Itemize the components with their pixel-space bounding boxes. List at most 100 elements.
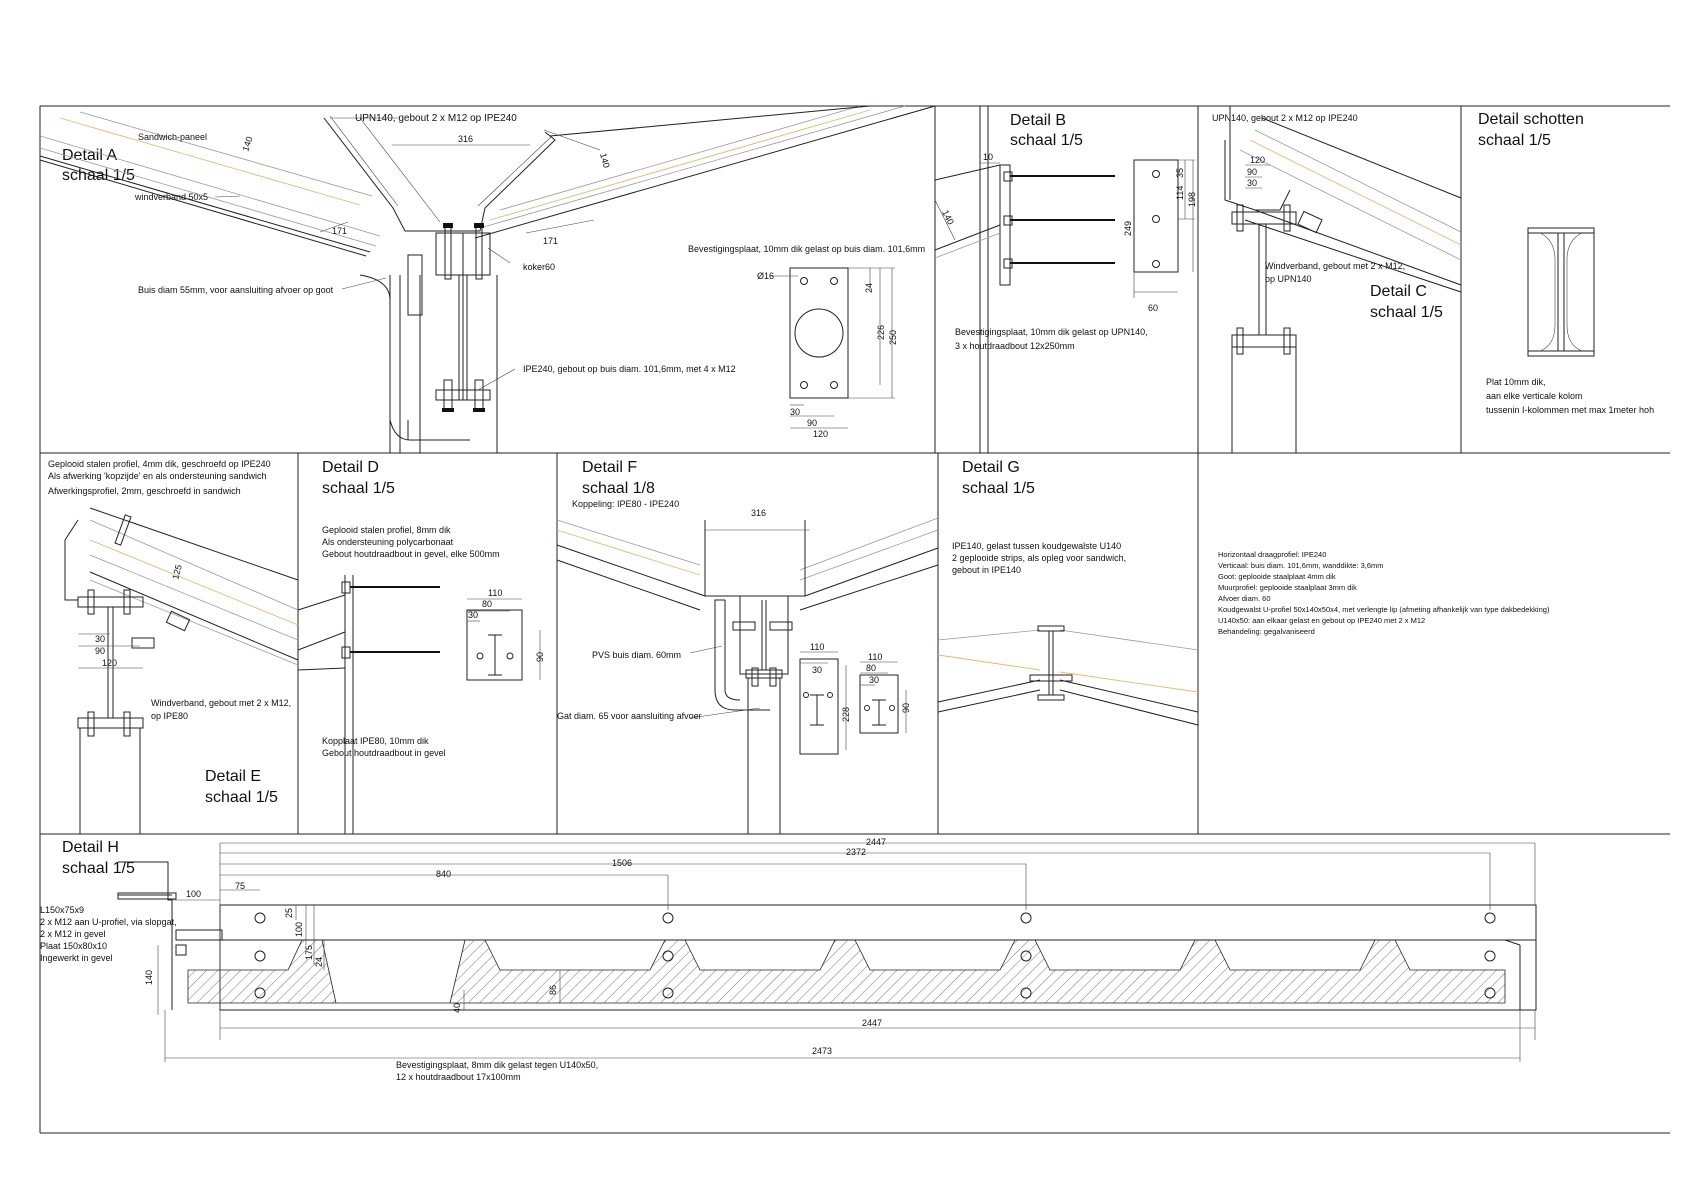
dim-h-100b: 100 [294,922,304,937]
detail-d: Detail D schaal 1/5 Geplooid stalen prof… [297,459,545,834]
dim-a-dia16: Ø16 [757,271,774,281]
detail-schotten-title: Detail schotten [1478,111,1584,128]
detail-c-scale: schaal 1/5 [1370,304,1443,321]
dim-f-30: 30 [812,665,822,675]
detail-a-column-pipe [389,275,498,453]
dim-h-2447b: 2447 [862,1018,882,1028]
dim-c-120: 120 [1250,155,1265,165]
detail-f-gat: Gat diam. 65 voor aansluiting afvoer [557,711,702,721]
detail-b-bevest-label-1: Bevestigingsplaat, 10mm dik gelast op UP… [955,327,1148,337]
detail-h: Detail H schaal 1/5 L150x75x9 2 x M12 aa… [40,837,1537,1082]
dim-a-120: 120 [813,429,828,439]
detail-b-screws [1003,171,1115,269]
detail-b-bevest-label-2: 3 x houtdraadbout 12x250mm [955,341,1075,351]
dim-c-30: 30 [1247,178,1257,188]
detail-e-wind-2: op IPE80 [151,711,188,721]
dim-a-226: 226 [876,325,886,340]
detail-a-ipe-label: IPE240, gebout op buis diam. 101,6mm, me… [523,364,736,374]
detail-d-geplooid-3: Gebout houtdraadbout in gevel, elke 500m… [322,549,500,559]
dim-b-249: 249 [1123,221,1133,236]
detail-e-afwerk: Afwerkingsprofiel, 2mm, geschroefd in sa… [48,486,241,496]
spec-line-3: Goot: geplooide staalplaat 4mm dik [1218,572,1336,581]
detail-f-gutter [704,520,806,597]
detail-e-scale: schaal 1/5 [205,789,278,806]
detail-e-wind-1: Windverband, gebout met 2 x M12, [151,698,291,708]
specifications-notes: Horizontaal draagprofiel: IPE240 Vertica… [1218,550,1550,636]
detail-c: UPN140, gebout 2 x M12 op IPE240 120 90 … [1212,106,1462,453]
detail-g-ipe-1: IPE140, gelast tussen koudgewalste U140 [952,541,1121,551]
detail-c-wind-label-2: op UPN140 [1265,274,1312,284]
detail-h-bev-2: 12 x houtdraadbout 17x100mm [396,1072,521,1082]
dim-f-30b: 30 [869,675,879,685]
dim-h-100a: 100 [186,889,201,899]
dim-f-228: 228 [841,707,851,722]
detail-d-geplooid-1: Geplooid stalen profiel, 8mm dik [322,525,451,535]
detail-a-title: Detail A [62,147,117,164]
dim-e-125: 125 [170,563,184,580]
detail-h-scale: schaal 1/5 [62,860,135,877]
detail-a-upn-label: UPN140, gebout 2 x M12 op IPE240 [355,113,517,124]
detail-b-scale: schaal 1/5 [1010,132,1083,149]
detail-a-gutter [323,117,556,232]
detail-schotten: Detail schotten schaal 1/5 Plat 10mm dik… [1478,111,1654,415]
dim-h-24: 24 [314,957,324,967]
dim-f-110a: 110 [810,642,824,652]
dim-b-60: 60 [1148,303,1158,313]
detail-h-l5: Ingewerkt in gevel [40,953,113,963]
detail-g-title: Detail G [962,459,1020,476]
detail-h-title: Detail H [62,839,119,856]
dim-a-24: 24 [864,283,874,293]
dim-a-90: 90 [807,418,817,428]
dim-d-90: 90 [535,652,545,662]
detail-a-fixing-plate: Bevestigingsplaat, 10mm dik gelast op bu… [688,244,925,439]
dim-f-316: 316 [751,508,766,518]
dim-h-40: 40 [452,1003,462,1013]
dim-h-86: 86 [548,985,558,995]
dim-e-120: 120 [102,658,117,668]
detail-d-kopp-2: Gebout houtdraadbout in gevel [322,748,446,758]
dim-h-2447a: 2447 [866,837,886,847]
dim-a-30: 30 [790,407,800,417]
detail-a-buis-label: Buis diam 55mm, voor aansluiting afvoer … [138,285,334,295]
dim-d-30: 30 [468,610,478,620]
detail-f-title: Detail F [582,459,637,476]
dim-h-2473: 2473 [812,1046,832,1056]
detail-h-l3: 2 x M12 in gevel [40,929,106,939]
detail-c-wind-label-1: Windverband, gebout met 2 x M12, [1265,261,1405,271]
dim-e-90: 90 [95,646,105,656]
detail-d-scale: schaal 1/5 [322,480,395,497]
detail-e-geplooid-2: Als afwerking 'kopzijde' en als onderste… [48,471,267,481]
detail-h-l4: Plaat 150x80x10 [40,941,107,951]
detail-schotten-scale: schaal 1/5 [1478,132,1551,149]
dim-h-25: 25 [284,908,294,918]
dim-a-171b: 171 [543,236,558,246]
dim-d-110: 110 [488,588,502,598]
detail-d-title: Detail D [322,459,379,476]
detail-f-scale: schaal 1/8 [582,480,655,497]
detail-a-bolts [442,223,485,412]
detail-a-koker-label: koker60 [523,262,555,272]
detail-h-bev-1: Bevestigingsplaat, 8mm dik gelast tegen … [396,1060,598,1070]
spec-line-7: U140x50: aan elkaar gelast en gebout op … [1218,616,1425,625]
detail-schotten-plat-1: Plat 10mm dik, [1486,377,1546,387]
detail-a-bevest-label: Bevestigingsplaat, 10mm dik gelast op bu… [688,244,925,254]
detail-h-holes [254,912,1496,999]
dim-a-140: 140 [240,135,254,152]
dim-h-175: 175 [304,945,314,960]
detail-b: Detail B schaal 1/5 35 114 198 249 60 [934,106,1197,453]
dim-f-80: 80 [866,663,876,673]
detail-f-koppeling: Koppeling: IPE80 - IPE240 [572,499,679,509]
spec-line-4: Muurprofiel: geplooide staalplaat 3mm di… [1218,583,1357,592]
detail-e-title: Detail E [205,768,261,785]
dim-a-140b: 140 [598,152,612,169]
dim-b-10: 10 [983,152,993,162]
dim-h-840: 840 [436,869,451,879]
detail-a: Detail A schaal 1/5 [39,105,936,453]
detail-f-pvs: PVS buis diam. 60mm [592,650,681,660]
detail-h-l2: 2 x M12 aan U-profiel, via slopgat, [40,917,177,927]
spec-line-2: Verticaal: buis diam. 101,6mm, wanddikte… [1218,561,1384,570]
dim-h-1506: 1506 [612,858,632,868]
detail-e: Geplooid stalen profiel, 4mm dik, geschr… [48,459,299,834]
dim-c-90: 90 [1247,167,1257,177]
